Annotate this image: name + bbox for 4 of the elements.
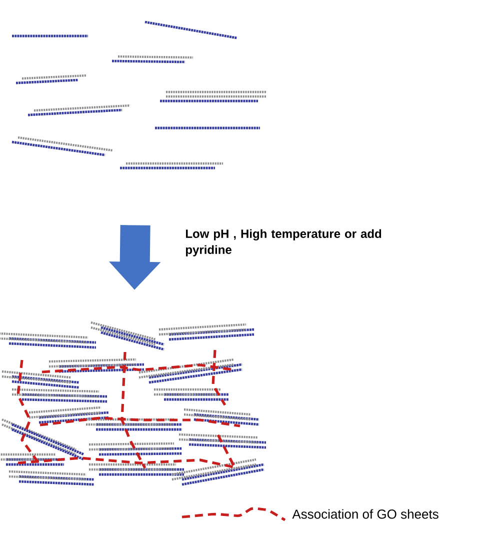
edge-label: Low pH , High temperature or add pyridine	[186, 229, 382, 256]
graphene-sheets-drawing	[12, 20, 266, 170]
graphene-sheets-drawing	[0, 321, 266, 486]
legend-label: Association of GO sheets	[292, 509, 438, 519]
